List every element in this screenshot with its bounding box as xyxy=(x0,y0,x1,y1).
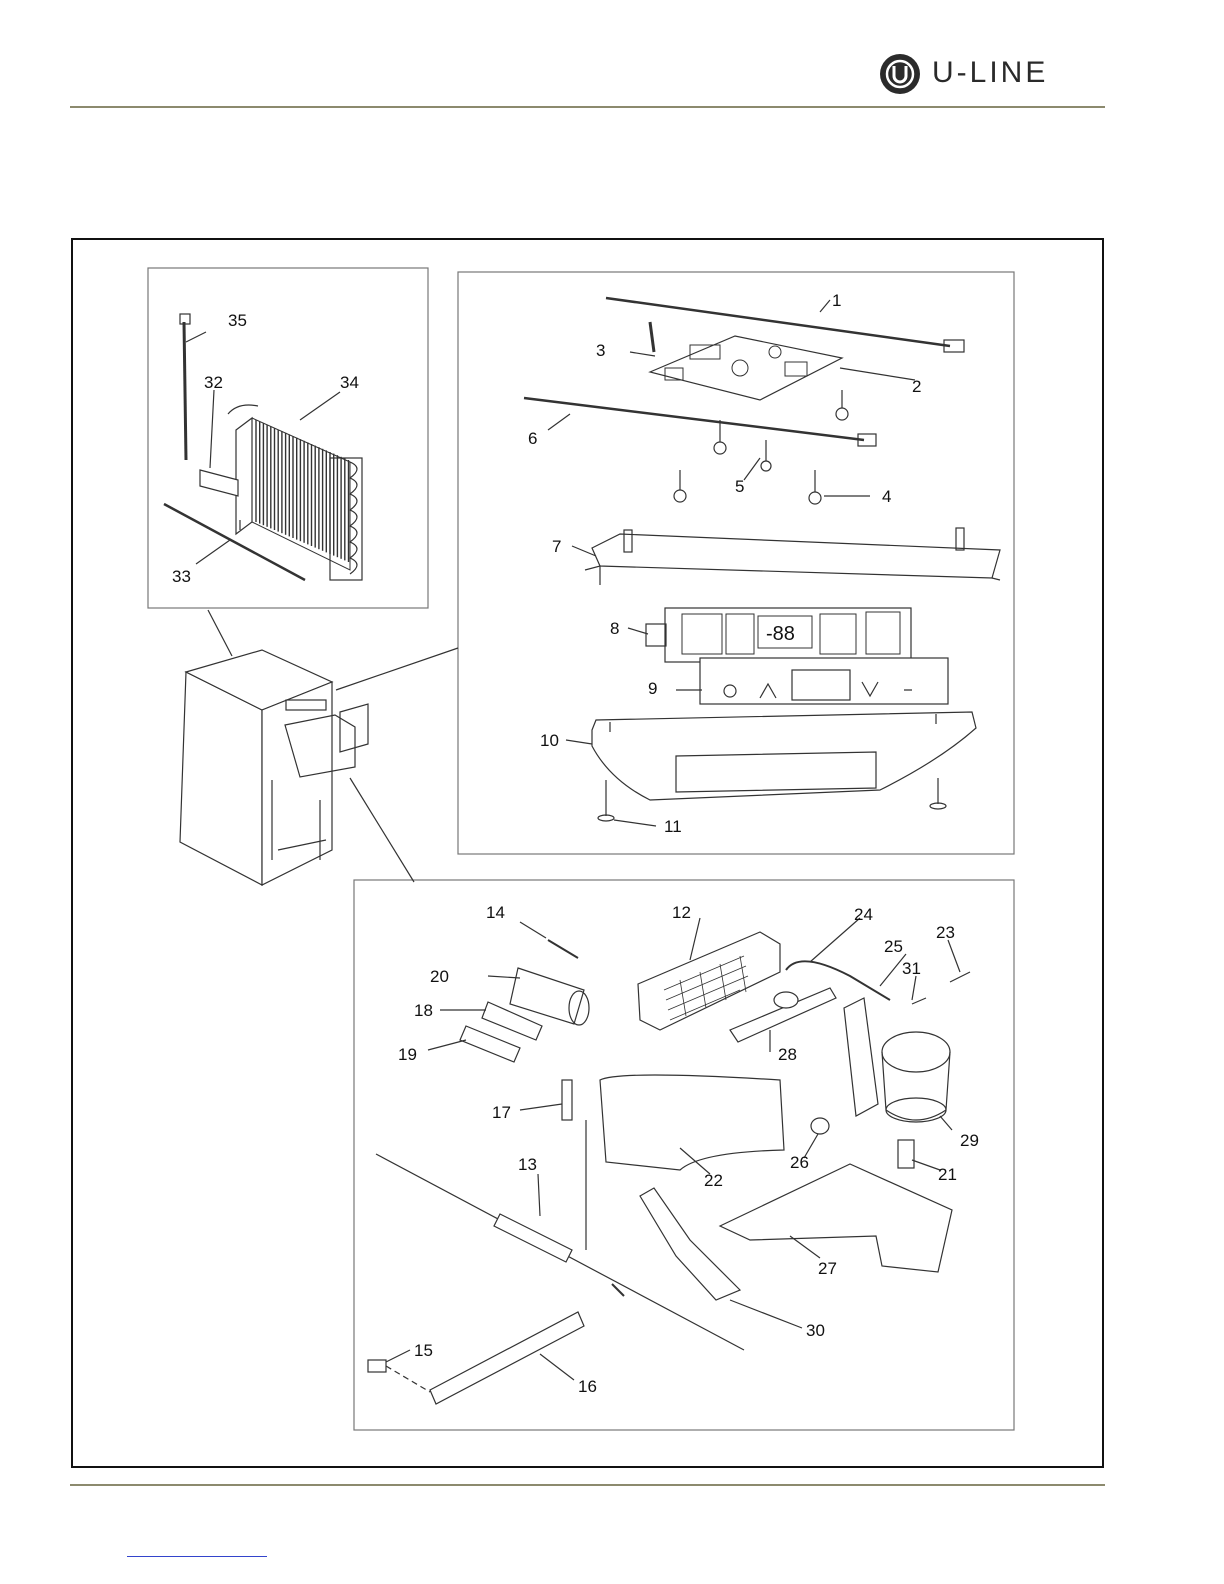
part-number-label: 11 xyxy=(664,817,682,836)
part-number-label: 23 xyxy=(936,923,955,942)
part-number-label: 21 xyxy=(938,1165,957,1184)
part-number-label: 8 xyxy=(610,619,619,638)
part-number-label: 13 xyxy=(518,1155,537,1174)
footer-link-underline[interactable] xyxy=(127,1556,267,1557)
part-number-label: 25 xyxy=(884,937,903,956)
part-number-label: 26 xyxy=(790,1153,809,1172)
part-number-label: 34 xyxy=(340,373,359,392)
part-number-label: 27 xyxy=(818,1259,837,1278)
refrigerator-cabinet xyxy=(180,650,368,885)
svg-text:-88: -88 xyxy=(766,623,795,645)
sensor-wire xyxy=(184,322,186,460)
part-number-label: 14 xyxy=(486,903,505,922)
part-number-label: 32 xyxy=(204,373,223,392)
part-number-label: 31 xyxy=(902,959,921,978)
part-number-label: 17 xyxy=(492,1103,511,1122)
part-number-label: 7 xyxy=(552,537,561,556)
part-number-label: 15 xyxy=(414,1341,433,1360)
part-number-label: 18 xyxy=(414,1001,433,1020)
part-number-label: 33 xyxy=(172,567,191,586)
part-number-label: 19 xyxy=(398,1045,417,1064)
part-number-label: 3 xyxy=(596,341,605,360)
condenser-coil xyxy=(228,405,362,580)
part-number-label: 10 xyxy=(540,731,559,750)
part-number-label: 28 xyxy=(778,1045,797,1064)
part-number-label: 35 xyxy=(228,311,247,330)
part-number-label: 30 xyxy=(806,1321,825,1340)
part-number-label: 1 xyxy=(832,291,841,310)
footer-rule xyxy=(70,1484,1105,1486)
part-number-label: 9 xyxy=(648,679,657,698)
part-number-label: 4 xyxy=(882,487,891,506)
part-number-label: 22 xyxy=(704,1171,723,1190)
part-number-label: 29 xyxy=(960,1131,979,1150)
part-number-label: 20 xyxy=(430,967,449,986)
part-number-label: 6 xyxy=(528,429,537,448)
part-number-label: 24 xyxy=(854,905,873,924)
part-number-label: 2 xyxy=(912,377,921,396)
part-number-label: 5 xyxy=(735,477,744,496)
part-number-label: 12 xyxy=(672,903,691,922)
part-number-label: 16 xyxy=(578,1377,597,1396)
